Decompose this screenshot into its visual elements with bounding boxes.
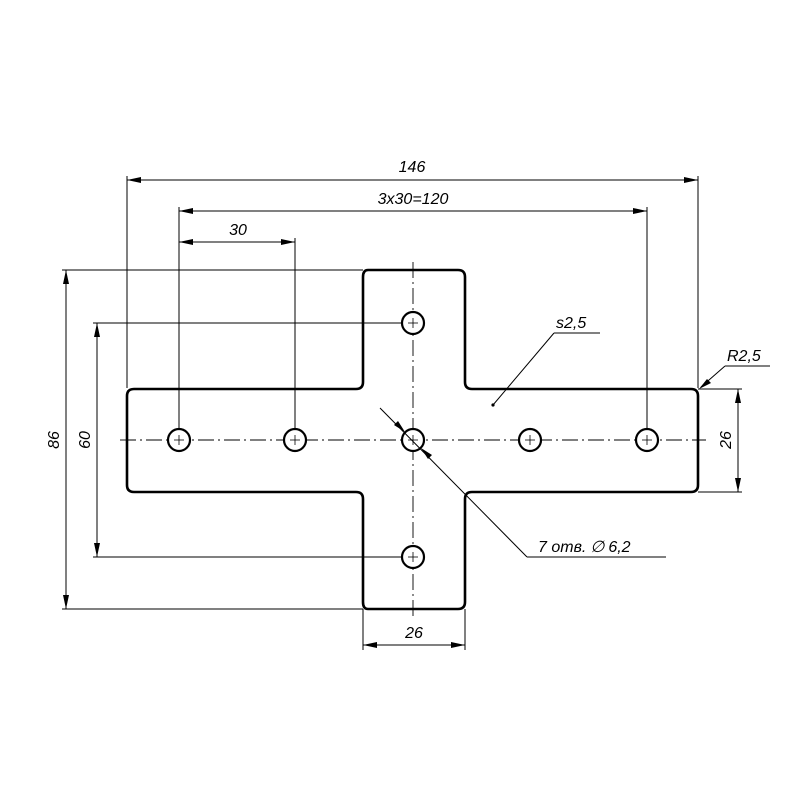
leaders bbox=[379, 332, 770, 558]
label-overall-height: 86 bbox=[46, 431, 63, 449]
hole-right-inner bbox=[517, 427, 543, 453]
label-hole-pitch: 30 bbox=[229, 222, 247, 239]
hole-right-outer bbox=[634, 427, 660, 453]
hole-bottom bbox=[400, 544, 426, 570]
label-hole-diameter: 6,2 bbox=[608, 539, 630, 556]
label-arm-width-horizontal: 26 bbox=[404, 625, 423, 642]
dimension-labels: 146 3x30=120 30 86 60 26 26 R2,5 s2,5 7 … bbox=[46, 159, 761, 642]
dimension-lines bbox=[65, 179, 739, 646]
label-hole-span: 3x30=120 bbox=[378, 191, 449, 208]
hole-callout-leader bbox=[379, 407, 528, 558]
diameter-symbol-icon: ∅ bbox=[590, 539, 605, 556]
thickness-leader bbox=[492, 332, 555, 406]
label-holes-note: 7 отв. bbox=[538, 539, 586, 556]
holes bbox=[166, 310, 660, 570]
hole-left-inner bbox=[282, 427, 308, 453]
label-overall-width: 146 bbox=[399, 159, 426, 176]
label-thickness: s2,5 bbox=[556, 315, 586, 332]
label-hole-callout: 7 отв.∅6,2 bbox=[538, 539, 631, 556]
dimension-arrows bbox=[63, 177, 741, 648]
label-arm-width-vertical: 26 bbox=[718, 431, 735, 450]
hole-top bbox=[400, 310, 426, 336]
extension-lines bbox=[62, 176, 742, 650]
hole-left-outer bbox=[166, 427, 192, 453]
label-corner-radius: R2,5 bbox=[727, 348, 761, 365]
label-vertical-span: 60 bbox=[77, 431, 94, 449]
hole-center bbox=[400, 427, 426, 453]
plate-outline bbox=[125, 268, 700, 611]
